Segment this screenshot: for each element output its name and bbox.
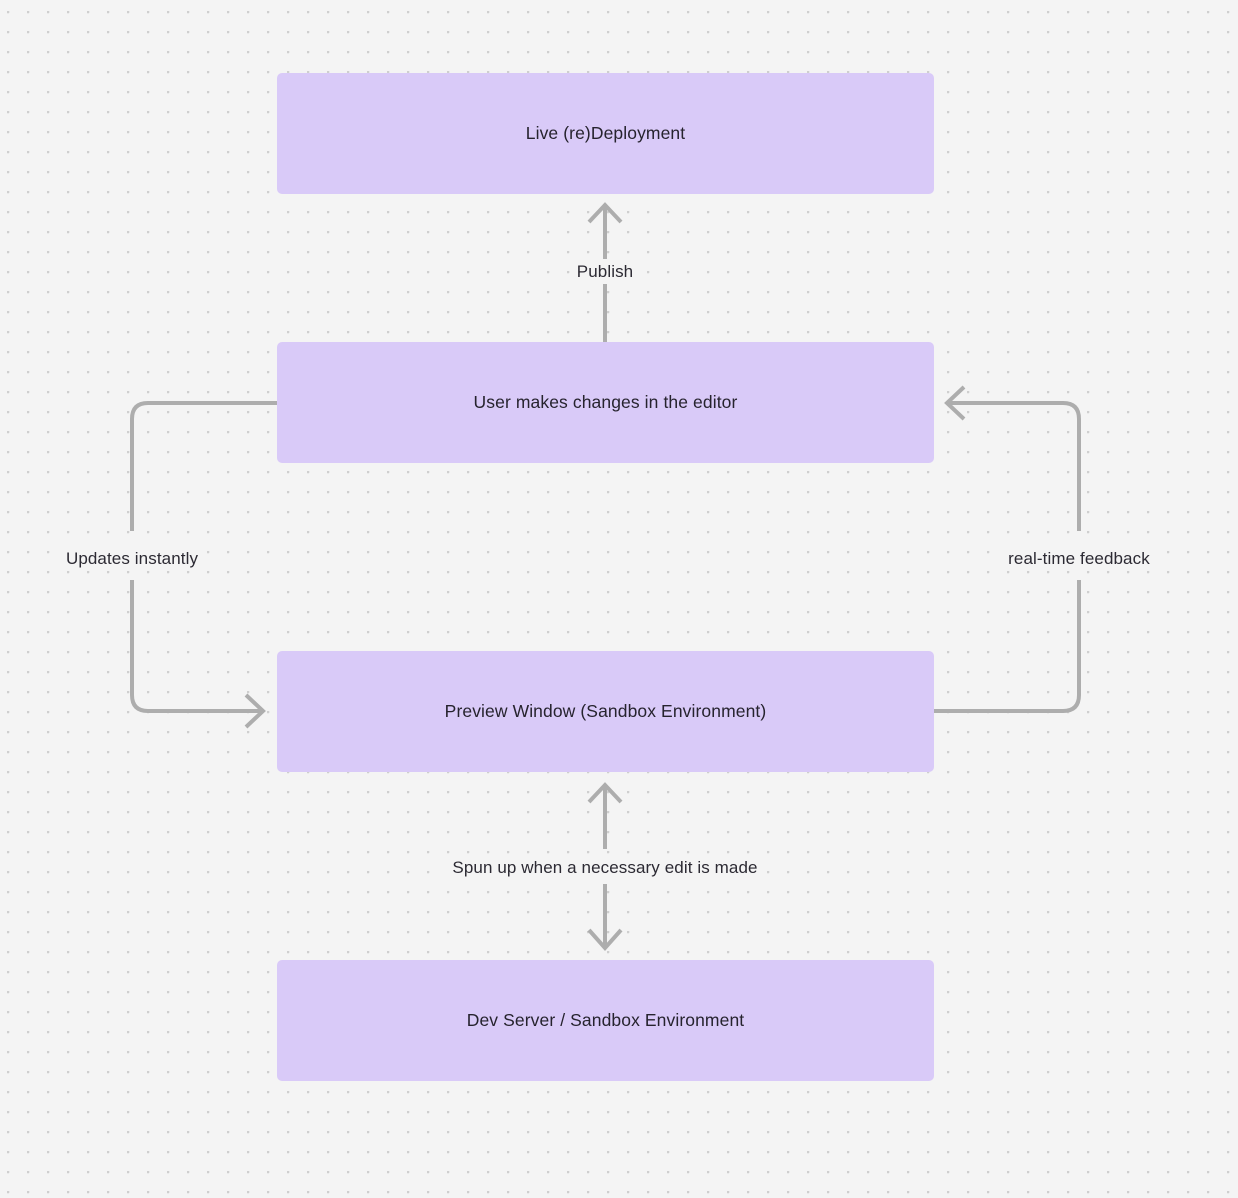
edge-label-publish: Publish — [570, 259, 640, 285]
edge-label-updates-instantly: Updates instantly — [59, 546, 205, 572]
edge-spunup-arrowhead-top — [587, 782, 623, 804]
node-label: Live (re)Deployment — [525, 123, 686, 144]
node-label: Preview Window (Sandbox Environment) — [444, 701, 767, 722]
node-live-deployment[interactable]: Live (re)Deployment — [277, 73, 934, 194]
edge-feedback-line-lower — [934, 580, 1081, 713]
edge-label-spun-up: Spun up when a necessary edit is made — [446, 855, 764, 881]
edge-publish-arrowhead — [587, 202, 623, 224]
edge-spunup-arrowhead-bottom — [587, 928, 623, 952]
edge-updates-line-upper — [130, 401, 277, 531]
node-preview-window[interactable]: Preview Window (Sandbox Environment) — [277, 651, 934, 772]
node-dev-server[interactable]: Dev Server / Sandbox Environment — [277, 960, 934, 1081]
node-label: User makes changes in the editor — [473, 392, 738, 413]
node-user-edits[interactable]: User makes changes in the editor — [277, 342, 934, 463]
edge-feedback-line-upper — [948, 401, 1081, 531]
edge-updates-line-lower — [130, 580, 262, 713]
edge-updates-arrowhead — [244, 693, 266, 729]
edge-feedback-arrowhead — [944, 385, 966, 421]
edge-label-real-time-feedback: real-time feedback — [1002, 546, 1156, 572]
node-label: Dev Server / Sandbox Environment — [466, 1010, 745, 1031]
